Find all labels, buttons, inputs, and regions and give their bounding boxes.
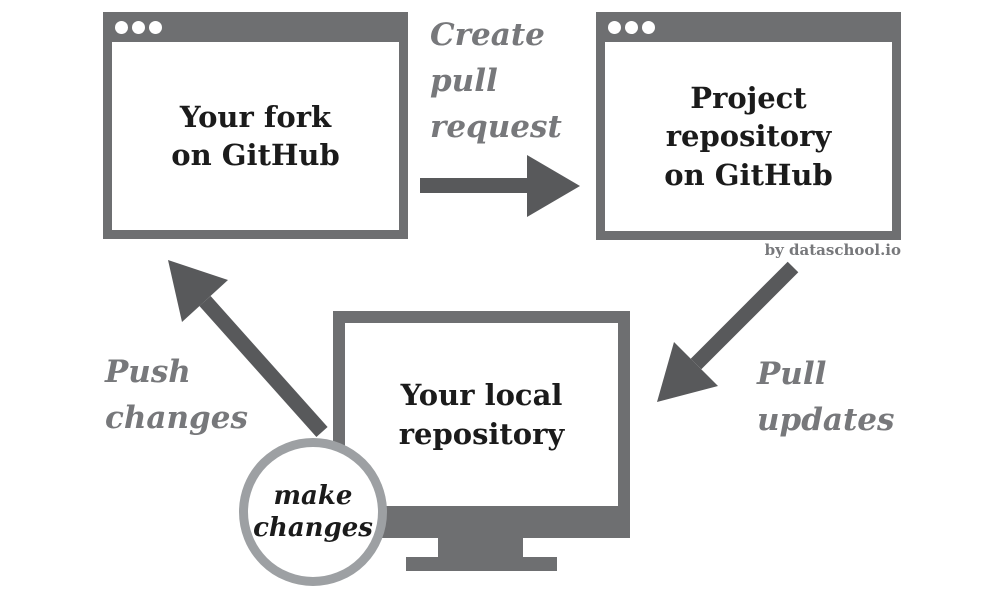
pull-updates-label: Pull updates [757,356,895,438]
monitor-screen: Your local repository [345,323,618,506]
local-label: Your local repository [398,378,565,451]
window-content: Project repository on GitHub [605,42,892,231]
project-label: Project repository on GitHub [664,81,833,192]
window-dot-icon [132,20,145,34]
window-titlebar [103,12,408,42]
node-local-monitor: Your local repository [333,311,630,538]
window-dot-icon [115,20,128,34]
window-dot-icon [625,20,638,34]
create-pull-request-label: Create pull request [430,17,562,145]
create-pull-request-arrow [420,155,580,217]
window-dot-icon [149,20,162,34]
push-changes-label: Push changes [105,354,248,436]
monitor-stand-base [406,557,557,571]
monitor-stand-neck [438,538,523,557]
fork-label: Your fork on GitHub [171,99,340,172]
window-dot-icon [608,20,621,34]
node-project-window: Project repository on GitHub [596,12,901,240]
window-content: Your fork on GitHub [112,42,399,230]
window-dot-icon [642,20,655,34]
attribution-text: by dataschool.io [764,241,901,259]
window-titlebar [596,12,901,42]
make-changes-badge: make changes [239,438,387,586]
node-fork-window: Your fork on GitHub [103,12,408,239]
make-changes-label: make changes [253,480,373,544]
